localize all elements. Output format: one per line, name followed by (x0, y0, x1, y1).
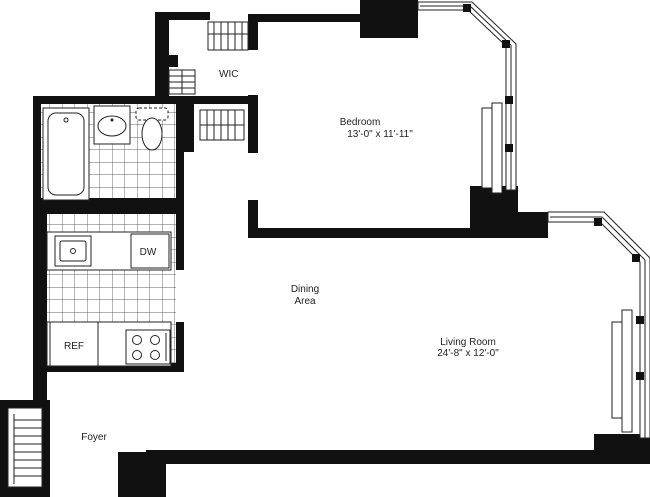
dining-label-line1: Dining (291, 284, 319, 295)
living-room-label: Living Room (440, 337, 496, 348)
living-room-size: 24'-8" x 12'-0" (437, 348, 499, 359)
refrigerator-icon (49, 321, 99, 367)
dining-label-line2: Area (294, 296, 316, 307)
closet-shelving (13, 21, 249, 484)
bedroom-size: 13'-0" x 11'-11" (347, 129, 413, 140)
toilet-icon (141, 117, 163, 151)
windows (7, 1, 650, 488)
foyer-label: Foyer (81, 432, 107, 443)
wic-label: WIC (219, 69, 238, 80)
refrigerator-label: REF (64, 341, 84, 352)
bedroom-label: Bedroom (340, 117, 381, 128)
bathroom (41, 104, 176, 201)
kitchen (46, 214, 176, 367)
stove-icon (125, 329, 171, 365)
toilet-tank-icon (135, 107, 169, 121)
dishwasher-icon (130, 233, 170, 269)
dishwasher-label: DW (140, 247, 157, 258)
